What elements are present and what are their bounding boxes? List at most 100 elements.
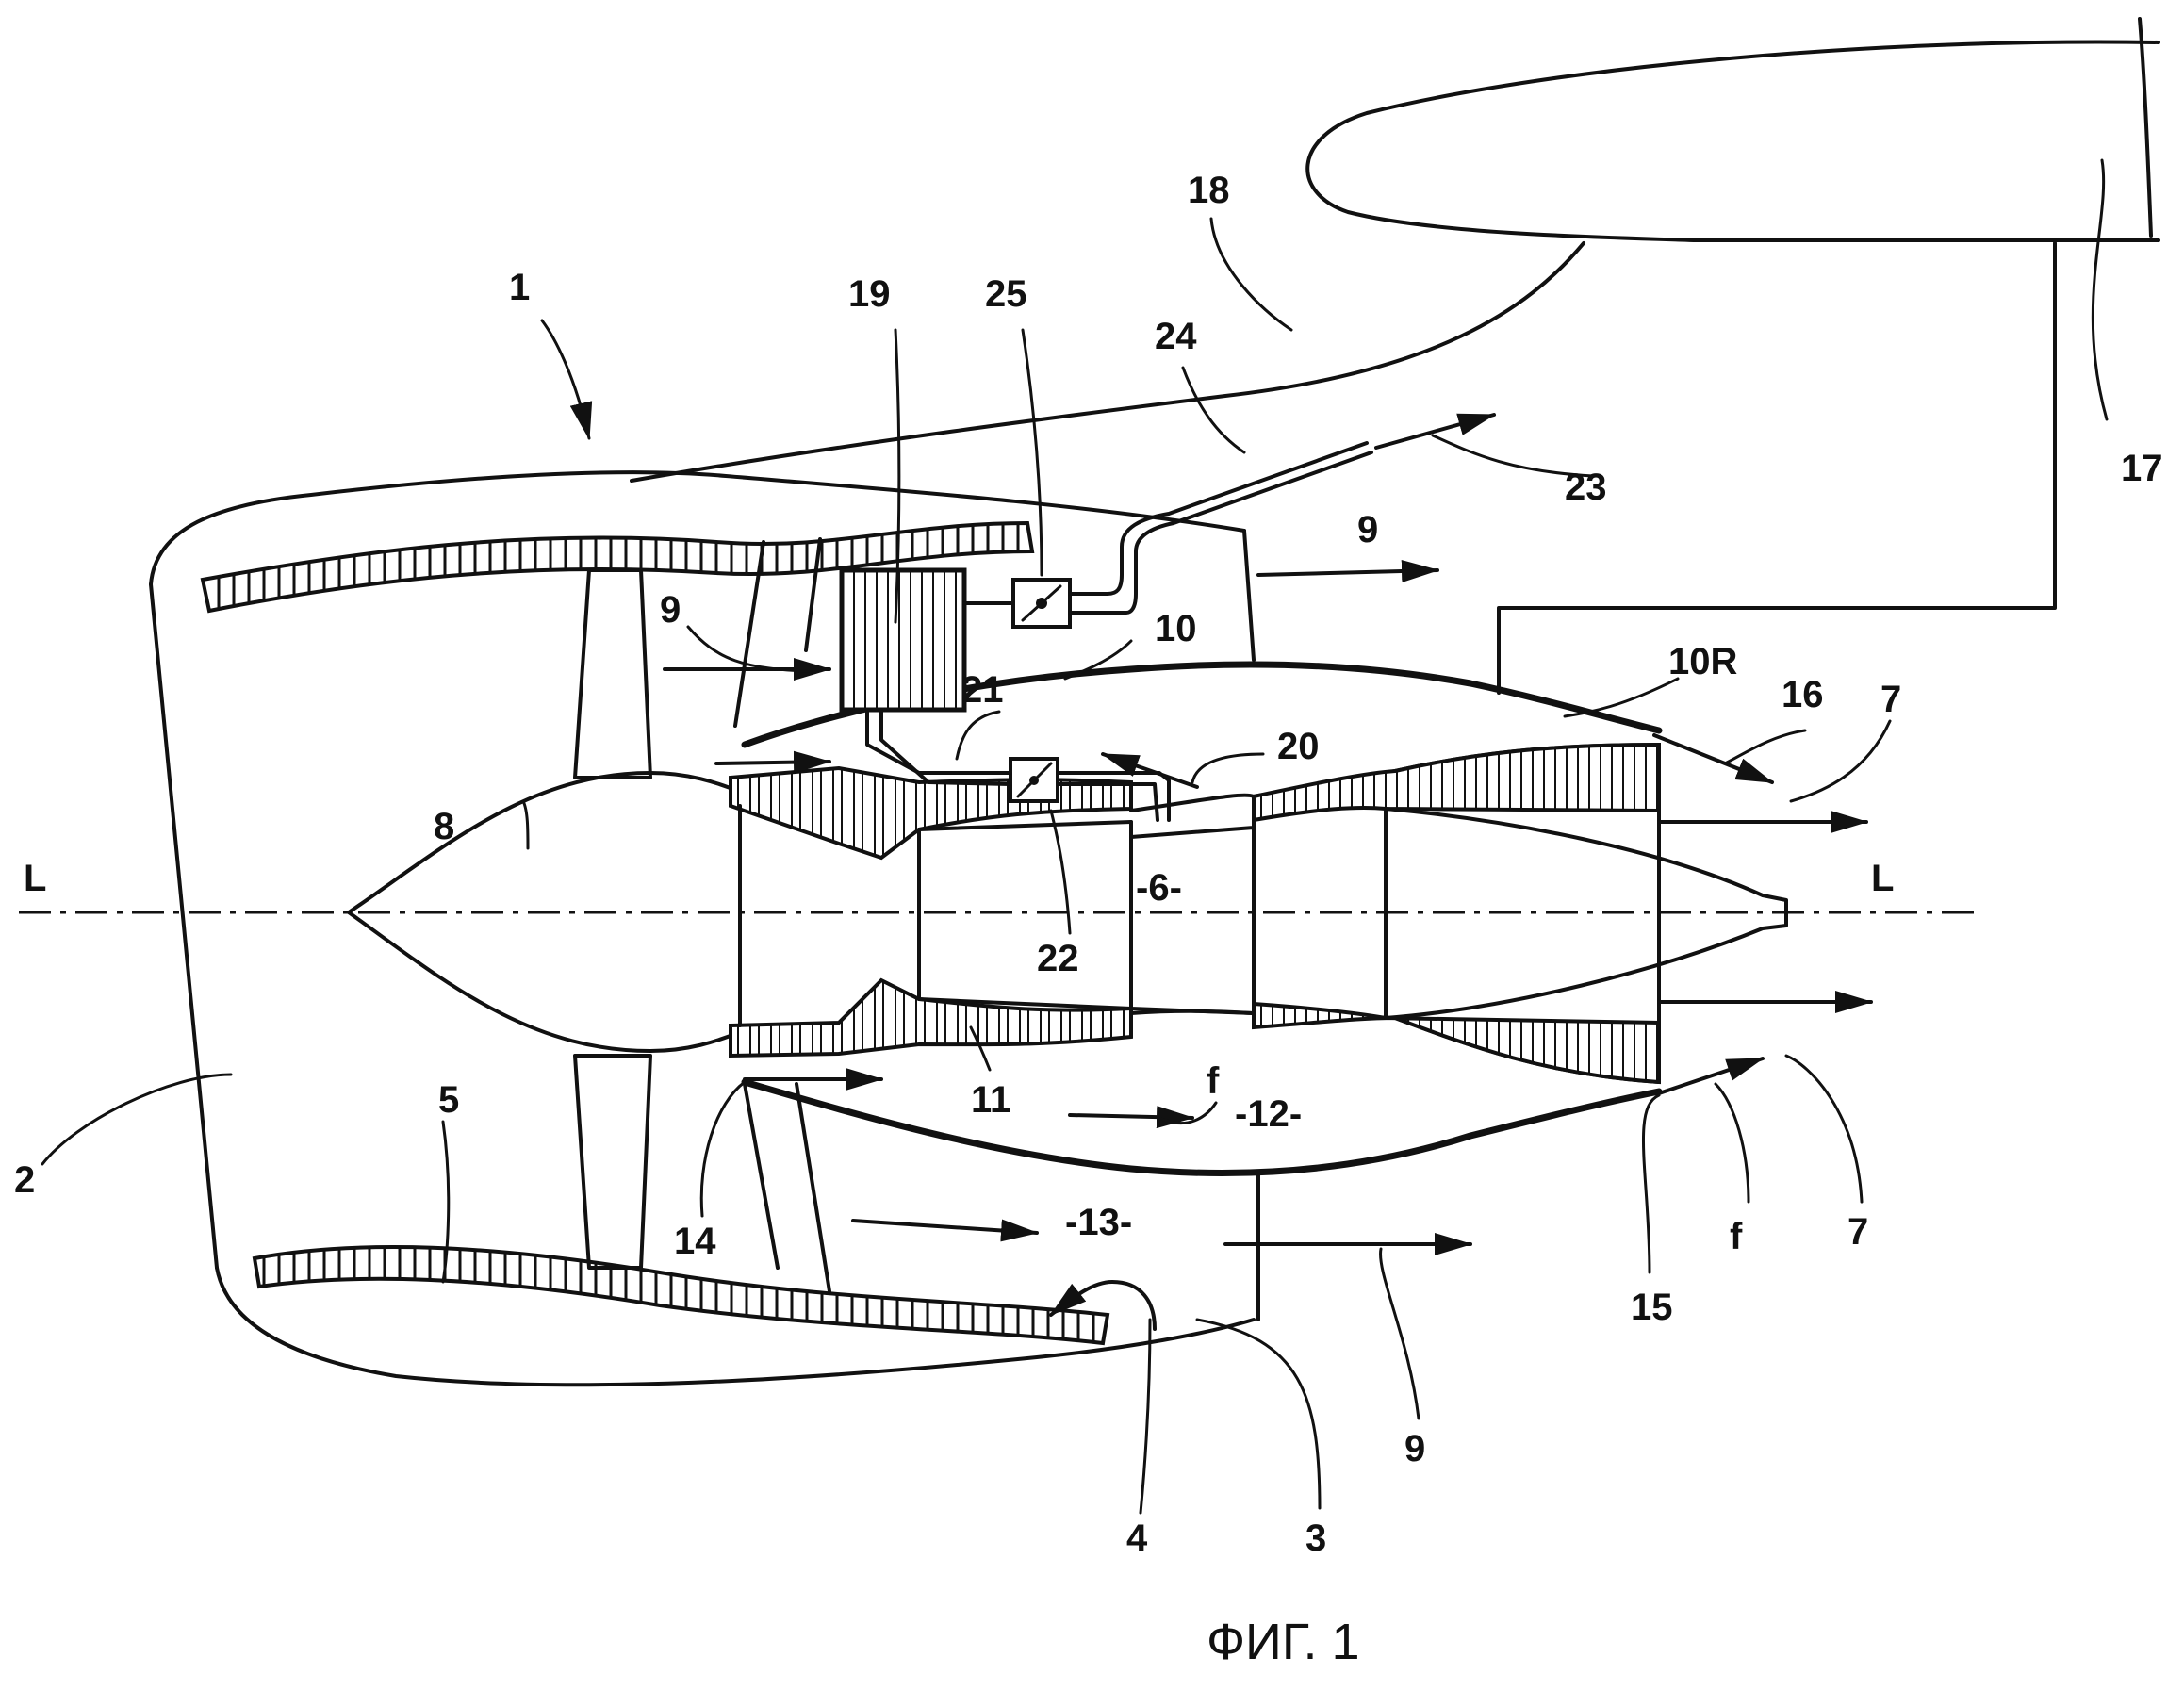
nacelle — [149, 470, 1260, 1387]
nacelle-upper-outer — [149, 470, 1246, 586]
upper-acoustic-liner — [200, 520, 1035, 614]
leader-7b — [1784, 1054, 1864, 1204]
heat-exchanger — [839, 567, 967, 713]
leader-5 — [441, 1120, 451, 1284]
leader-10 — [1063, 639, 1133, 681]
ogv-upper-2 — [804, 537, 822, 652]
fan-blades — [573, 568, 652, 1270]
combustor-walls — [1129, 795, 1256, 1015]
label-f-a: f — [1207, 1060, 1220, 1102]
label-18: 18 — [1188, 170, 1230, 211]
leader-4 — [1139, 1318, 1152, 1515]
pylon-outline — [630, 241, 1585, 483]
leader-10r — [1563, 677, 1680, 718]
spinner — [347, 771, 742, 1053]
leader-fb — [1714, 1082, 1750, 1204]
nacelle-lower-outer — [215, 1266, 1256, 1387]
compressor-body — [738, 804, 1133, 1027]
heat-exchanger-system — [839, 441, 1373, 822]
label-10: 10 — [1155, 608, 1197, 649]
label-1: 1 — [509, 267, 530, 308]
label-25: 25 — [985, 273, 1027, 315]
leader-3 — [1195, 1318, 1322, 1510]
ogv-upper-1 — [733, 540, 765, 728]
reference-numerals: 1 2 3 4 5 -6- 7 7 8 9 9 9 10 10R 11 -12-… — [14, 170, 2163, 1559]
label-21: 21 — [961, 669, 1004, 711]
label-7b: 7 — [1847, 1211, 1868, 1253]
arrow-15 — [1657, 1057, 1765, 1095]
leader-15 — [1642, 1093, 1661, 1274]
label-8: 8 — [434, 806, 454, 847]
leader-17 — [2091, 158, 2109, 421]
leader-22 — [1049, 809, 1072, 935]
pipe-bleed-lower — [879, 708, 1159, 822]
leader-9c — [1379, 1247, 1420, 1420]
label-13: -13- — [1065, 1202, 1132, 1243]
label-23: 23 — [1565, 467, 1607, 508]
valve-22-hub — [1029, 776, 1039, 785]
flow-arrows — [663, 413, 1873, 1331]
outlet-guide-vanes — [733, 537, 831, 1293]
leader-20 — [1191, 752, 1265, 784]
label-3: 3 — [1305, 1518, 1326, 1559]
leader-7a — [1789, 719, 1892, 803]
fan-blade-lower — [573, 1054, 652, 1270]
label-22: 22 — [1037, 938, 1079, 979]
arrow-9-exit-upper — [1256, 560, 1439, 582]
nacelle-inlet-line — [149, 582, 219, 1270]
leader-8 — [521, 799, 530, 850]
pylon-rear — [1497, 241, 2057, 695]
leader-11 — [969, 1025, 992, 1072]
leader-23 — [1431, 434, 1595, 478]
arrow-23 — [1374, 413, 1496, 450]
core-cowl-lower — [741, 1078, 1663, 1177]
label-12: -12- — [1235, 1093, 1302, 1135]
nacelle-rear-upper — [1242, 529, 1256, 662]
label-17: 17 — [2121, 448, 2163, 489]
wing-outline — [1305, 40, 2160, 242]
ogv-lower-1 — [743, 1082, 780, 1270]
leader-18 — [1209, 217, 1293, 332]
turbine-lower-blades — [1252, 1001, 1661, 1085]
exhaust-duct-24 — [1068, 441, 1369, 596]
label-6: -6- — [1136, 867, 1182, 909]
turbine-upper-blades — [1252, 742, 1661, 823]
ogv-lower-2 — [795, 1082, 831, 1293]
fan-blade-upper — [573, 568, 652, 779]
figure-caption: ФИГ. 1 — [1207, 1614, 1360, 1670]
leader-lines — [41, 158, 2109, 1515]
leader-14 — [699, 1080, 747, 1218]
axis-label-right: L — [1871, 858, 1894, 899]
arrow-f — [1068, 1106, 1194, 1129]
leader-25 — [1021, 328, 1043, 577]
leader-16 — [1723, 729, 1807, 765]
label-5: 5 — [438, 1079, 459, 1121]
leader-24 — [1181, 366, 1246, 454]
label-7a: 7 — [1880, 679, 1901, 720]
wing-tip-edge — [2138, 17, 2153, 238]
label-10r: 10R — [1668, 641, 1737, 682]
axis-label-left: L — [24, 858, 46, 899]
arrow-13 — [851, 1219, 1039, 1242]
label-2: 2 — [14, 1159, 35, 1201]
leader-fa — [1158, 1101, 1218, 1124]
label-9b: 9 — [1357, 509, 1378, 550]
label-9a: 9 — [660, 589, 681, 631]
compressor-lower-band — [729, 977, 1133, 1058]
label-16: 16 — [1782, 674, 1824, 715]
label-9c: 9 — [1404, 1428, 1425, 1469]
leader-21 — [955, 710, 1001, 761]
label-f-b: f — [1730, 1216, 1743, 1257]
label-11: 11 — [971, 1079, 1010, 1121]
label-15: 15 — [1631, 1287, 1673, 1328]
leader-1 — [540, 319, 593, 440]
label-19: 19 — [848, 273, 891, 315]
valve-25-hub — [1036, 598, 1047, 609]
lower-acoustic-liner — [252, 1245, 1110, 1346]
label-20: 20 — [1277, 726, 1320, 767]
leader-2 — [41, 1073, 233, 1166]
arrow-10r — [1652, 733, 1774, 784]
arrow-4-recirc — [1049, 1280, 1157, 1331]
